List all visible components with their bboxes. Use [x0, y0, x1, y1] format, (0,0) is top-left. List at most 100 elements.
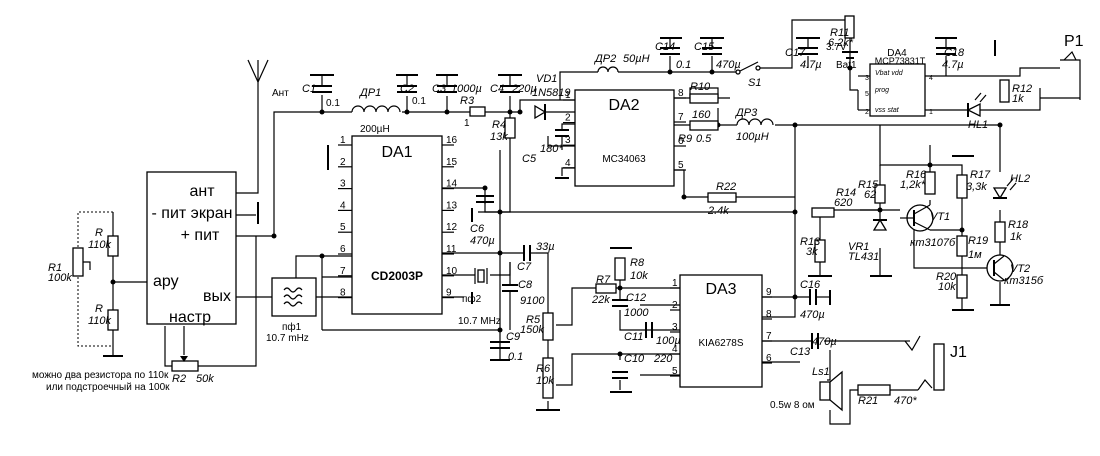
r17-val: 3,3k — [966, 181, 987, 193]
r15-ref: R15 — [858, 179, 879, 191]
vd1-ref: VD1 — [536, 73, 557, 85]
da3-pin-number: 5 — [672, 366, 678, 377]
pf2-crystal-icon — [474, 268, 488, 284]
module-pin-vyh: вых — [203, 288, 231, 305]
r3-val: 1 — [464, 118, 470, 129]
r22-val: 2.4k — [707, 205, 729, 217]
r5-val: 150k — [520, 324, 544, 336]
da1-pin-number: 13 — [446, 200, 458, 211]
module-pin-ant: ант — [189, 183, 215, 200]
module-pin-aru: ару — [153, 273, 179, 290]
r19-ref: R19 — [968, 235, 988, 247]
chip-da4: DA4 MCP73831T Vbat vdd prog vss stat 3 4… — [857, 48, 933, 117]
antenna-label: Ант — [272, 88, 289, 99]
da1-pin-number: 10 — [446, 266, 458, 277]
da4-pin-2: 2 — [865, 109, 869, 116]
da1-pin-number: 15 — [446, 157, 458, 168]
r16-val: 1,2k* — [900, 179, 926, 191]
da4-pin-4: 4 — [929, 75, 933, 82]
vt2-val: кт315б — [1004, 275, 1044, 287]
junctions — [110, 65, 1003, 357]
da4-name: DA4 — [887, 48, 907, 59]
r19-val: 1м — [968, 249, 982, 261]
pf1-name: пф1 — [282, 321, 302, 333]
r13-val: 3k — [806, 246, 818, 258]
da1-pin-number: 16 — [446, 135, 458, 146]
c7-ref: C7 — [517, 261, 532, 273]
da4-pin-3: 3 — [865, 75, 869, 82]
r18-ref: R18 — [1008, 219, 1029, 231]
vt2-ref: VT2 — [1010, 263, 1030, 275]
vt2-transistor-icon — [986, 254, 1014, 282]
da1-pin-number: 3 — [340, 179, 346, 190]
c11-val: 100µ — [656, 335, 681, 347]
r5-ref: R5 — [526, 314, 541, 326]
c13-ref: C13 — [790, 346, 811, 358]
r7-ref: R7 — [596, 274, 611, 286]
da1-pin-number: 12 — [446, 222, 458, 233]
speaker-icon — [819, 370, 843, 412]
c12-val: 1000 — [624, 307, 649, 319]
module-pin-plus-pit: + пит — [181, 227, 220, 244]
da3-pin-number: 3 — [672, 322, 678, 333]
da2-pin-number: 4 — [565, 158, 571, 169]
dr2-val: 50µH — [623, 53, 650, 65]
hl2-led-icon — [992, 178, 1017, 200]
dr3-val: 100µH — [736, 131, 769, 143]
r8-val: 10k — [630, 270, 648, 282]
r2-val: 50k — [196, 373, 214, 385]
c3-val: 1000µ — [451, 83, 482, 95]
da1-pin-number: 9 — [446, 288, 452, 299]
r12-val: 1k — [1012, 93, 1024, 105]
r8-ref: R8 — [630, 257, 645, 269]
s1-ref: S1 — [748, 77, 761, 89]
da1-pin-number: 6 — [340, 244, 346, 255]
c5-val: 180* — [540, 143, 563, 155]
c9-ref: C9 — [506, 331, 520, 343]
r6-val: 10k — [536, 375, 554, 387]
r2-ref: R2 — [172, 373, 186, 385]
da2-pin-number: 7 — [678, 112, 684, 123]
r14-ref: R14 — [836, 187, 856, 199]
da4-pin-5: 5 — [865, 91, 869, 98]
r6-ref: R6 — [536, 363, 551, 375]
r-upper-val: 110k — [88, 239, 112, 251]
c17-val: 4.7µ — [800, 59, 822, 71]
c13-val: 470µ — [812, 336, 837, 348]
antenna-icon: Ант — [247, 59, 289, 99]
module-pin-pit-ekran: - пит экран — [152, 205, 233, 222]
da3-pin-number: 2 — [672, 300, 678, 311]
da1-pin-number: 5 — [340, 222, 346, 233]
r10-val: 160 — [692, 109, 711, 121]
c11-ref: C11 — [624, 331, 643, 343]
c1-ref: C1 — [302, 83, 316, 95]
c15-ref: C15 — [694, 41, 715, 53]
da3-pin-number: 1 — [672, 278, 678, 289]
r-upper-ref: R — [95, 227, 103, 239]
r14-val: 620 — [834, 197, 853, 209]
module-pin-nastr: настр — [169, 309, 211, 326]
c8-val: 9100 — [520, 295, 545, 307]
r-lower-ref: R — [95, 303, 103, 315]
r-lower-val: 110k — [88, 315, 112, 327]
r4-ref: R4 — [492, 119, 506, 131]
hl1-led-icon — [966, 92, 987, 118]
c4-ref: C4 — [490, 83, 504, 95]
r13-ref: R13 — [800, 236, 821, 248]
note-line-1: можно два резистора по 110к — [32, 370, 169, 381]
c3-ref: C3 — [432, 83, 447, 95]
r20-ref: R20 — [936, 271, 957, 283]
r21-val: 470* — [894, 395, 917, 407]
da4-part: MCP73831T — [875, 56, 926, 66]
r9-val: 0.5 — [696, 133, 712, 145]
c17-ref: C17 — [785, 47, 806, 59]
c8-ref: C8 — [518, 279, 533, 291]
usb-connector-p1-icon — [1060, 50, 1081, 100]
pf1-freq: 10.7 mHz — [266, 333, 309, 344]
da2-name: DA2 — [608, 97, 639, 114]
da3-pin-number: 6 — [766, 353, 772, 364]
da4-vbat-vdd: Vbat vdd — [875, 70, 904, 77]
